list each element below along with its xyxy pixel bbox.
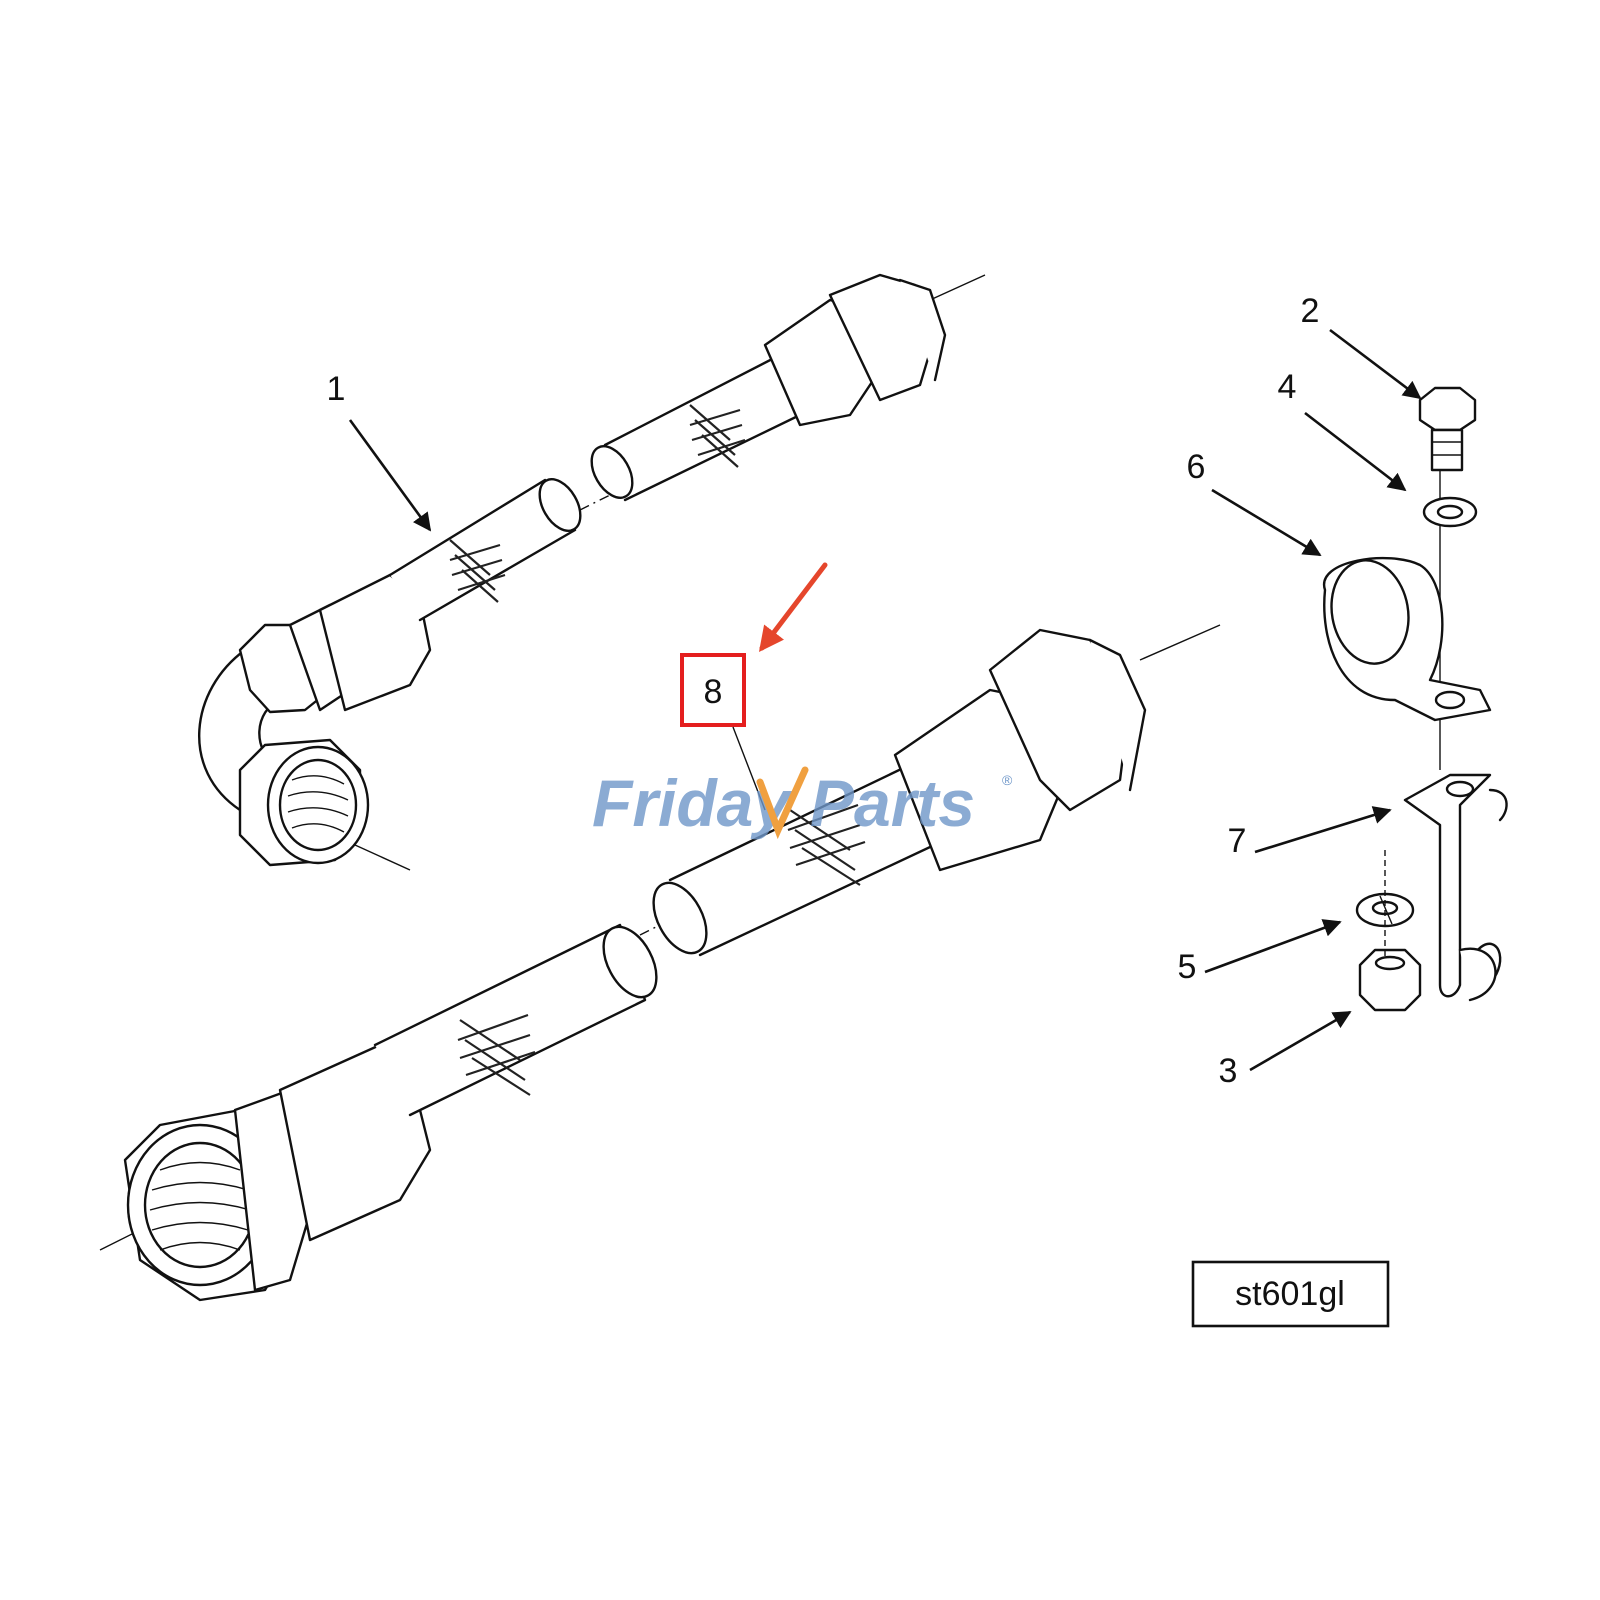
callout-number: 4 bbox=[1278, 368, 1297, 406]
hose-clamp bbox=[1323, 556, 1492, 722]
hex-nut bbox=[1358, 948, 1422, 1012]
bolt bbox=[1418, 386, 1477, 472]
figure-reference: st601gl bbox=[1191, 1260, 1390, 1328]
hose-braid-mesh bbox=[787, 803, 866, 886]
watermark-check-icon bbox=[756, 766, 809, 840]
lower-hose-assembly bbox=[99, 624, 1221, 1302]
watermark-brand-part2: Parts bbox=[810, 766, 975, 840]
callout-4: 4 bbox=[1278, 368, 1407, 492]
callout-3: 3 bbox=[1219, 1010, 1352, 1090]
clamp-hardware bbox=[1323, 386, 1508, 1012]
hose-braid-mesh bbox=[457, 1013, 536, 1096]
callout-6: 6 bbox=[1187, 448, 1322, 557]
upper-hose-assembly bbox=[197, 273, 986, 871]
hose-braid-mesh bbox=[689, 404, 746, 468]
callout-number: 7 bbox=[1228, 822, 1247, 860]
watermark-registered-mark: ® bbox=[1002, 772, 1013, 788]
callout-1: 1 bbox=[327, 370, 432, 532]
flat-washer bbox=[1422, 496, 1478, 528]
highlight-box bbox=[680, 653, 746, 727]
callout-number: 6 bbox=[1187, 448, 1206, 486]
callout-8: 8 bbox=[680, 562, 828, 811]
callout-number: 3 bbox=[1219, 1052, 1238, 1090]
callout-7: 7 bbox=[1228, 806, 1392, 860]
watermark: Friday Parts ® bbox=[592, 766, 1013, 840]
callout-2: 2 bbox=[1301, 292, 1422, 400]
figure-reference-label: st601gl bbox=[1235, 1275, 1345, 1313]
callout-number: 2 bbox=[1301, 292, 1320, 330]
highlight-arrow bbox=[758, 562, 828, 652]
elbow-nut bbox=[238, 738, 370, 867]
callout-number: 1 bbox=[327, 370, 346, 408]
callout-number: 5 bbox=[1178, 948, 1197, 986]
callout-number: 8 bbox=[704, 673, 723, 711]
mounting-bracket bbox=[1403, 773, 1508, 1002]
callout-5: 5 bbox=[1178, 919, 1342, 986]
watermark-brand-part1: Friday bbox=[592, 766, 793, 840]
hose-braid-mesh bbox=[449, 539, 506, 603]
